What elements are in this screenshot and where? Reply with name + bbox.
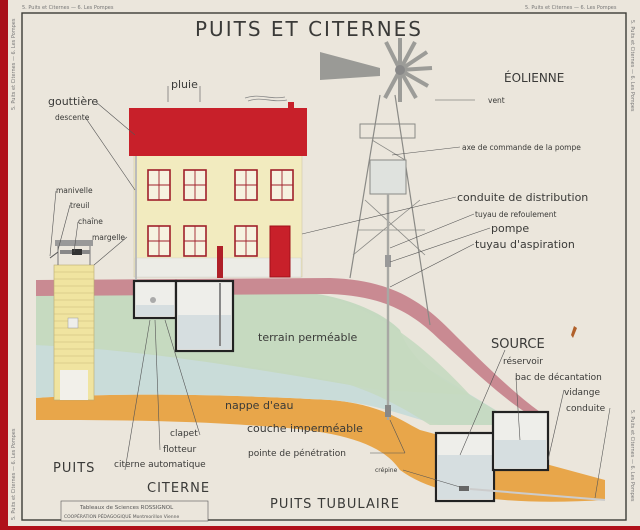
label-manivelle: manivelle xyxy=(56,186,93,195)
publisher-box: Tableaux de Sciences ROSSIGNOL COOPÉRATI… xyxy=(60,500,209,522)
margin-header-top-left: 5. Puits et Citernes — 6. Les Pompes xyxy=(22,5,114,11)
house-roof xyxy=(129,108,307,156)
windmill xyxy=(320,38,433,420)
label-eolienne: ÉOLIENNE xyxy=(504,70,564,85)
poster-frame xyxy=(21,12,627,521)
poster-title: PUITS ET CITERNES xyxy=(195,17,423,41)
label-terrain-permeable: terrain perméable xyxy=(258,331,358,344)
well xyxy=(49,240,95,401)
margin-header-left-bottom: 5. Puits et Citernes — 6. Les Pompes xyxy=(11,428,17,520)
label-treuil: treuil xyxy=(70,201,89,210)
smoke xyxy=(244,95,286,99)
margin-header-top-right: 5. Puits et Citernes — 6. Les Pompes xyxy=(525,5,617,11)
label-margelle: margelle xyxy=(92,233,125,242)
leader-lines xyxy=(49,86,611,499)
label-axe-commande: axe de commande de la pompe xyxy=(462,143,581,152)
label-citerne: CITERNE xyxy=(147,481,210,496)
label-pompe: pompe xyxy=(491,222,529,235)
house xyxy=(129,95,307,282)
margin-header-right-top: 5. Puits et Citernes — 6. Les Pompes xyxy=(629,20,635,112)
label-puits: PUITS xyxy=(53,461,95,476)
label-flotteur: flotteur xyxy=(163,445,196,455)
label-pluie: pluie xyxy=(171,78,198,91)
publisher-line-2: COOPÉRATION PÉDAGOGIQUE Montmorillon Vie… xyxy=(64,512,179,520)
red-edge xyxy=(0,0,8,40)
label-vent: vent xyxy=(488,96,505,105)
label-conduite-distribution: conduite de distribution xyxy=(457,191,588,204)
chimney xyxy=(288,102,294,109)
cistern xyxy=(132,279,235,353)
label-conduite: conduite xyxy=(566,404,606,414)
spring-tanks xyxy=(434,326,606,503)
label-chaine: chaîne xyxy=(78,217,103,226)
label-tuyau-refoulement: tuyau de refoulement xyxy=(475,210,557,219)
house-door xyxy=(269,225,291,278)
label-clapet: clapet xyxy=(170,429,198,439)
spring-marker xyxy=(571,326,577,338)
margin-header-right-bottom: 5. Puits et Citernes — 6. Les Pompes xyxy=(629,410,635,502)
hand-pump xyxy=(217,246,223,278)
topsoil-band xyxy=(36,278,540,412)
label-nappe-eau: nappe d'eau xyxy=(225,399,293,412)
label-reservoir: réservoir xyxy=(503,356,543,367)
label-tuyau-aspiration: tuyau d'aspiration xyxy=(475,238,575,251)
label-bac-decantation: bac de décantation xyxy=(515,372,602,383)
publisher-line-1: Tableaux de Sciences ROSSIGNOL xyxy=(79,505,174,511)
well-roof xyxy=(55,240,93,246)
label-descente: descente xyxy=(55,113,90,122)
label-crepine: crépine xyxy=(375,467,398,474)
label-citerne-automatique: citerne automatique xyxy=(114,460,206,470)
label-couche-impermeable: couche imperméable xyxy=(247,422,363,435)
margin-header-left: 5. Puits et Citernes — 6. Les Pompes xyxy=(11,18,17,110)
label-source: SOURCE xyxy=(491,337,545,352)
label-gouttiere: gouttière xyxy=(48,95,98,108)
label-vidange: vidange xyxy=(564,388,600,398)
label-pointe-penetration: pointe de pénétration xyxy=(248,448,346,459)
label-puits-tubulaire: PUITS TUBULAIRE xyxy=(270,497,400,512)
